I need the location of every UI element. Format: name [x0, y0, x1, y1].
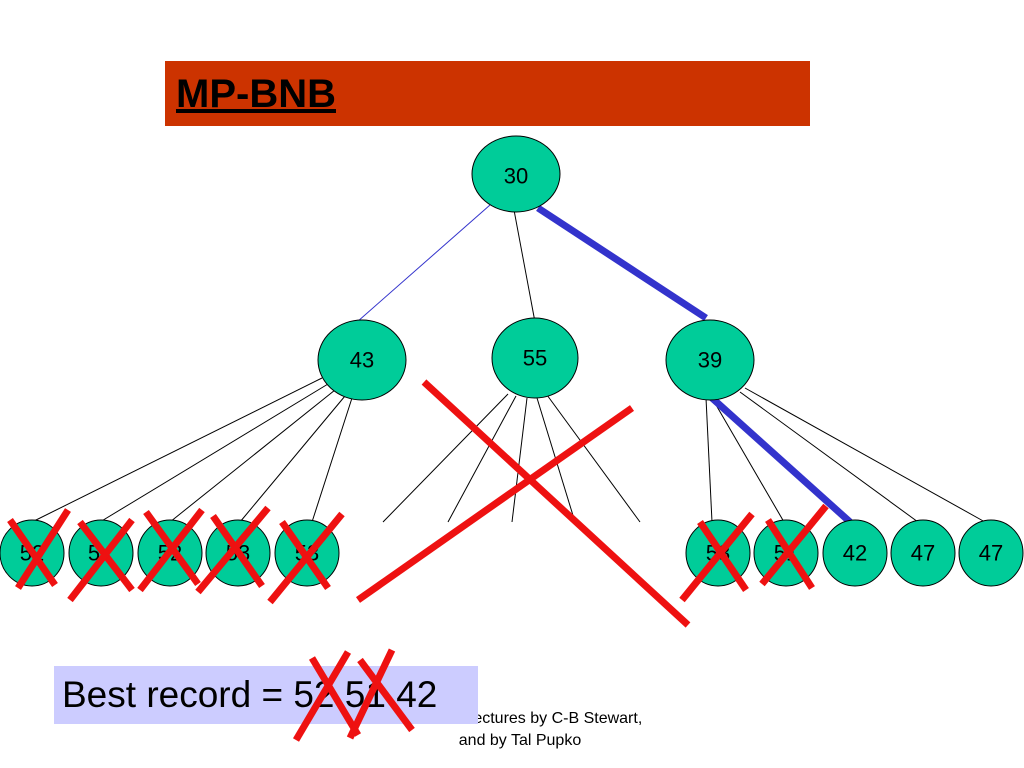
- node-label: 42: [843, 541, 867, 566]
- edge-39-42-best: [709, 395, 853, 525]
- footer-line-2: and by Tal Pupko: [458, 732, 582, 749]
- edge-55-leaf1: [382, 393, 509, 523]
- node-label: 47: [979, 541, 1003, 566]
- edge-39-leaf1: [705, 397, 713, 523]
- tree-node-55: 55: [491, 317, 579, 399]
- edge-39-leaf2: [711, 397, 785, 523]
- edge-43-leaf2: [99, 383, 329, 523]
- edge-root-39-best: [536, 205, 708, 321]
- tree-node-39: 39: [665, 319, 755, 401]
- tree-node-43: 43: [317, 319, 407, 401]
- edge-55-leaf5: [546, 394, 641, 523]
- edge-39-leaf4: [739, 391, 919, 523]
- cross-leaf-left-2: [67, 517, 135, 603]
- cross-leaf-left-5: [267, 511, 345, 605]
- slide-title: MP-BNB: [176, 72, 336, 116]
- cross-subtree-55: [355, 379, 691, 628]
- cross-leaf-left-1: [7, 508, 71, 590]
- edge-43-leaf3: [169, 389, 336, 523]
- leaf-node-right-4: 47: [890, 519, 956, 587]
- cross-leaf-left-4: [195, 505, 271, 595]
- edge-43-leaf4: [239, 395, 346, 523]
- cross-leaf-left-3: [137, 507, 205, 593]
- edge-39-leaf5: [744, 387, 986, 523]
- cross-leaf-right-2: [759, 503, 829, 590]
- node-label: 30: [504, 164, 528, 189]
- cross-leaf-right-1: [679, 511, 755, 603]
- edge-43-leaf1: [31, 377, 323, 523]
- edge-root-43: [356, 204, 491, 323]
- edge-55-leaf3: [511, 397, 528, 523]
- leaf-node-right-3: 42: [822, 519, 888, 587]
- node-label: 43: [350, 348, 374, 373]
- best-record-text: Best record = 52 51 42: [62, 674, 438, 715]
- title-bar: [165, 61, 810, 126]
- node-label: 39: [698, 348, 722, 373]
- edge-55-leaf2: [447, 395, 517, 523]
- node-label: 47: [911, 541, 935, 566]
- edge-43-leaf5: [311, 397, 353, 523]
- edge-root-55: [513, 209, 536, 323]
- node-label: 55: [523, 346, 547, 371]
- tree-node-root: 30: [471, 135, 561, 213]
- leaf-node-right-5: 47: [958, 519, 1024, 587]
